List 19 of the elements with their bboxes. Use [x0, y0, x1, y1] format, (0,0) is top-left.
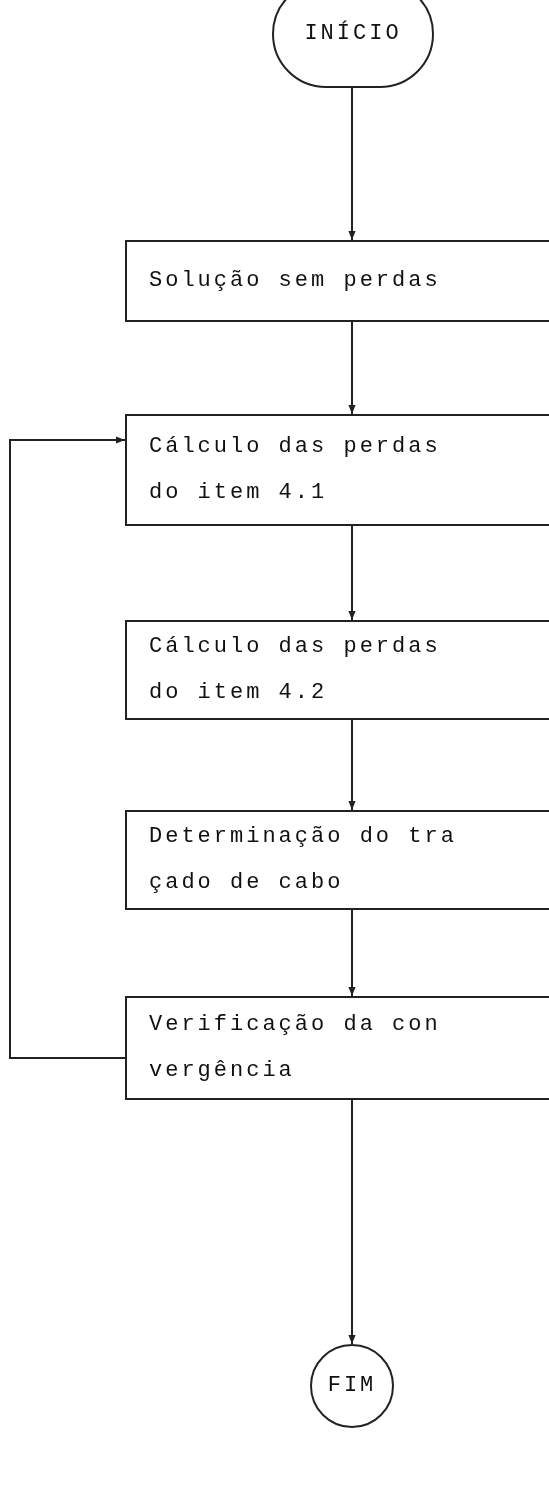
process-box — [125, 414, 549, 526]
node-label: INÍCIO — [304, 19, 402, 48]
node-label: Determinação do tra çado de cabo — [149, 823, 458, 897]
process-box — [125, 810, 549, 910]
arrow — [348, 1099, 356, 1345]
process-box — [125, 240, 549, 322]
node-label: FIM — [327, 1372, 377, 1400]
process-box — [125, 996, 549, 1100]
node-label: Solução sem perdas — [149, 267, 442, 295]
arrow — [9, 436, 126, 1059]
process-box — [125, 620, 549, 720]
node-label: Cálculo das perdas do item 4.2 — [149, 633, 442, 707]
node-label: Verificação da con vergência — [149, 1011, 442, 1085]
arrow — [348, 525, 356, 621]
arrow — [348, 87, 356, 241]
node-label: Cálculo das perdas do item 4.1 — [149, 433, 442, 507]
arrow — [348, 909, 356, 997]
arrow — [348, 719, 356, 811]
arrow — [348, 321, 356, 415]
